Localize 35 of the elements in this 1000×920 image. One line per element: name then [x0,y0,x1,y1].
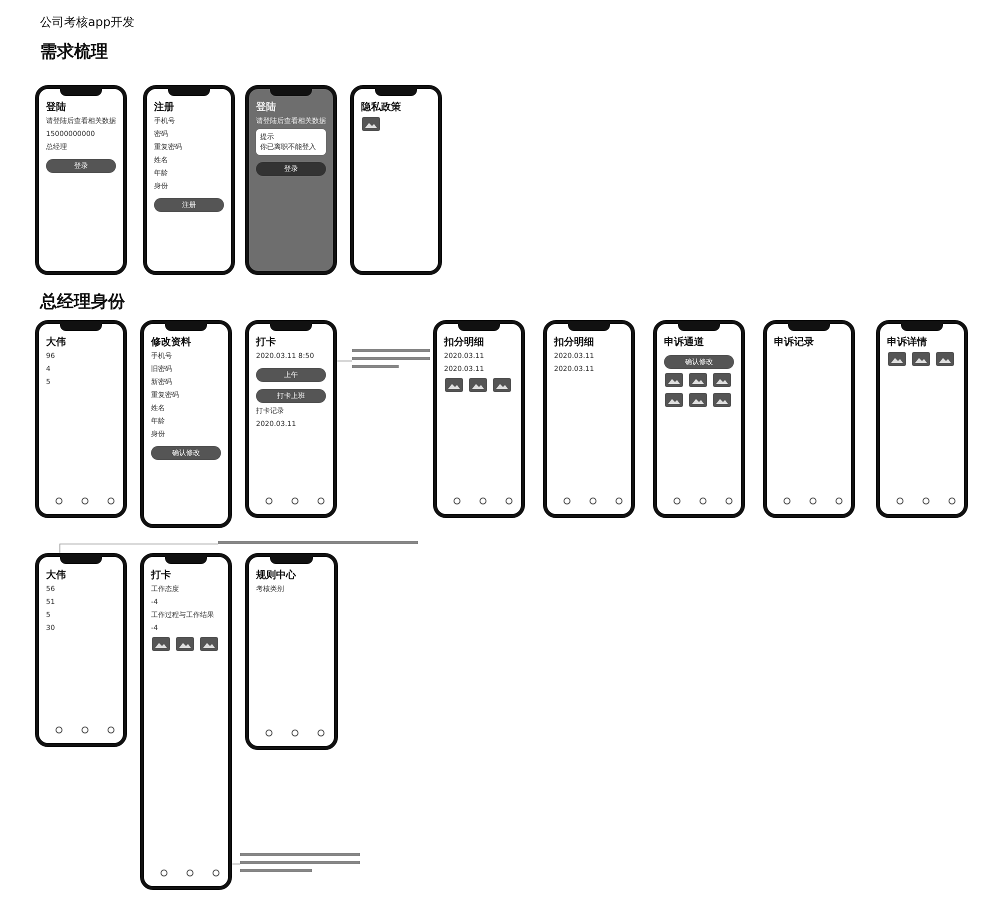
screen-title: 修改资料 [151,338,192,348]
phone-screen [35,85,127,275]
screen-title: 申诉详情 [887,338,928,348]
phone-screen [140,553,232,890]
phone-screen [35,553,127,747]
section-heading: 总经理身份 [40,291,125,313]
screen-title: 申诉记录 [774,338,815,348]
screen-title: 注册 [154,103,175,113]
phone-screen [653,320,745,518]
phone-screen [143,85,235,275]
phone-screen [140,320,232,528]
screen-title: 登陆 [256,103,277,113]
screen-title: 大伟 [46,338,67,348]
screen-title: 申诉通道 [664,338,705,348]
screen-title: 扣分明细 [444,338,485,348]
leader-line [59,544,218,554]
phone-screen [350,85,442,275]
leader-line [336,360,352,362]
screen-title: 扣分明细 [554,338,595,348]
phone-screen [543,320,635,518]
section-heading: 需求梳理 [40,41,108,63]
phone-screen [245,320,337,518]
phone-screen [763,320,855,518]
screen-title: 登陆 [46,103,67,113]
screen-title: 打卡 [151,571,172,581]
phone-screen [245,85,337,275]
screen-title: 打卡 [256,338,277,348]
phone-screen [433,320,525,518]
screen-title: 规则中心 [256,571,297,581]
phone-screen [245,553,338,750]
screen-title: 隐私政策 [361,103,402,113]
screen-title: 大伟 [46,571,67,581]
page-title: 公司考核app开发 [40,14,135,31]
phone-screen [35,320,127,518]
phone-screen [876,320,968,518]
